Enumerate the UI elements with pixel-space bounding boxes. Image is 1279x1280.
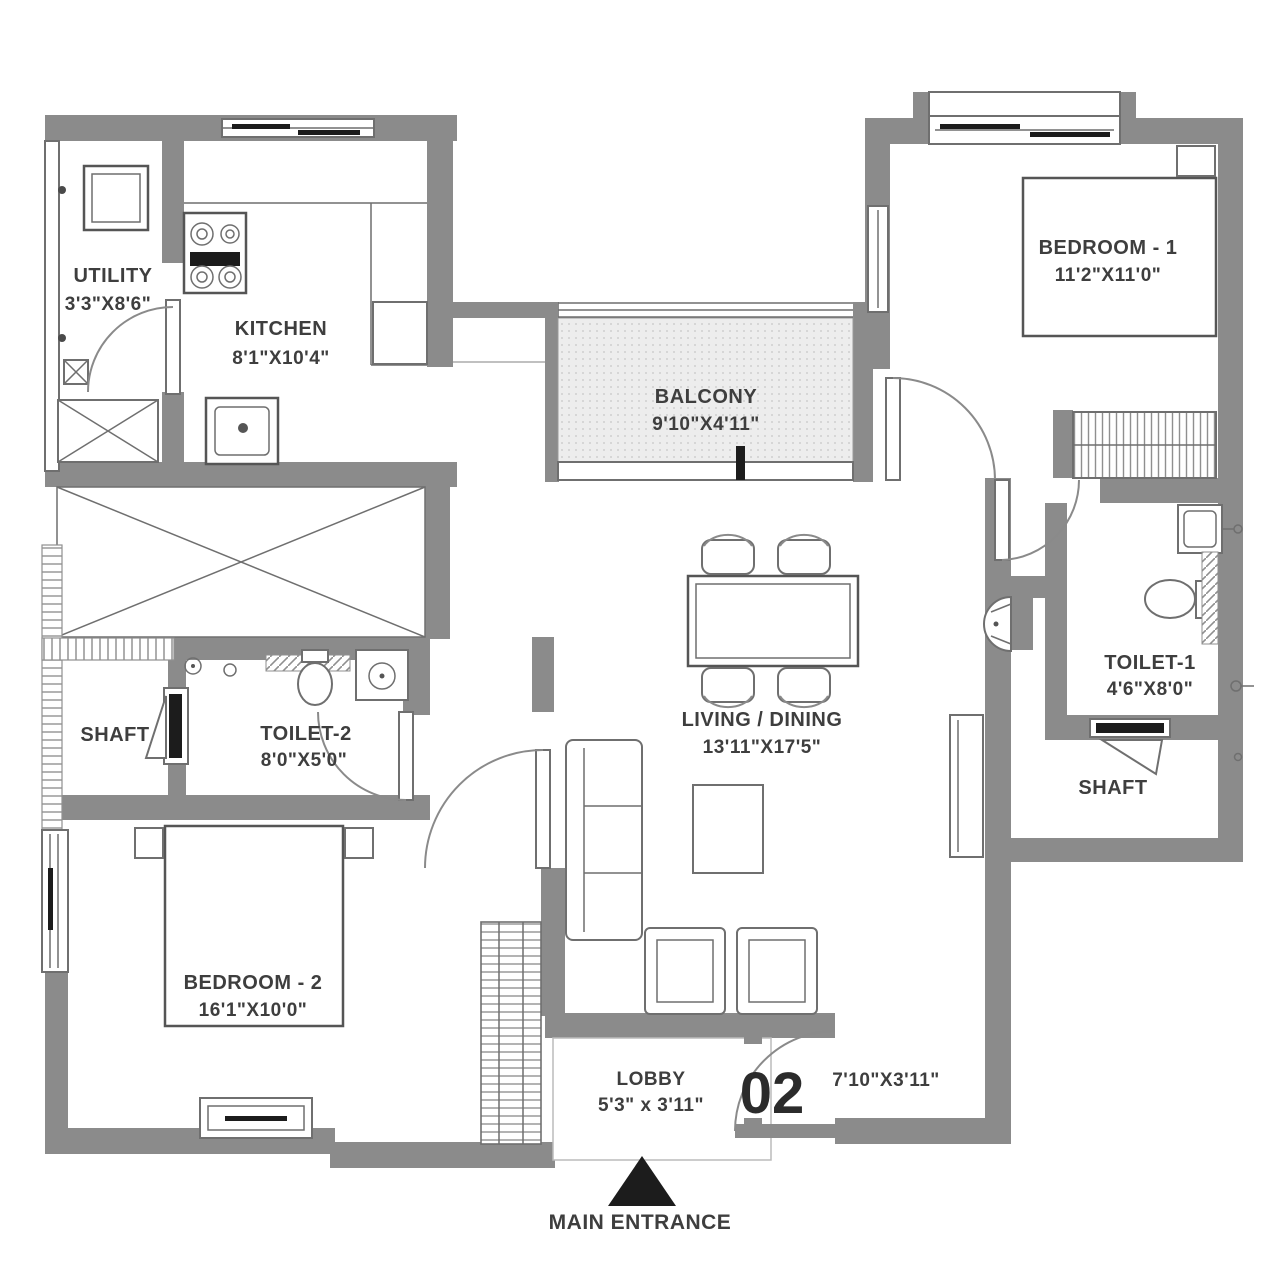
washing-machine-icon: [82, 164, 150, 232]
kitchen-counter: [184, 202, 428, 366]
room-bedroom1: [867, 91, 1218, 481]
label-utility-dims: 3'3"X8'6": [65, 294, 152, 315]
label-shaft-left: SHAFT: [80, 724, 149, 746]
wc-icon: [1144, 579, 1211, 619]
label-toilet1-dims: 4'6"X8'0": [1107, 679, 1194, 700]
utility-fixture-icon: [58, 186, 89, 385]
room-utility: [44, 140, 181, 472]
kitchen-sink-icon: [204, 396, 280, 466]
shaft-access-door-icon: [144, 687, 189, 765]
label-bedroom2-name: BEDROOM - 2: [184, 972, 323, 994]
bedroom2-door-arc: [424, 749, 551, 869]
main-entrance-label: MAIN ENTRANCE: [549, 1211, 732, 1234]
bay-window-icon: [913, 91, 1136, 145]
room-shaft-left: [41, 544, 189, 838]
labels: UTILITY 3'3"X8'6" KITCHEN 8'1"X10'4" BAL…: [65, 237, 1195, 1234]
dining-table-icon: [686, 574, 860, 668]
label-toilet2-dims: 8'0"X5'0": [261, 750, 348, 771]
tiled-wall-hatch: [1201, 551, 1219, 645]
label-shaft-right: SHAFT: [1078, 777, 1147, 799]
toilet1-door-arc: [994, 479, 1080, 561]
bedroom1-side-window-icon: [867, 205, 889, 313]
tv-unit-icon: [949, 714, 984, 858]
kitchen-window-icon: [221, 118, 375, 138]
dining-chair-icon: [701, 533, 831, 709]
shaft-vent-strip: [41, 544, 63, 838]
shaft-hatch-band: [41, 637, 175, 661]
washbasin-icon: [1177, 504, 1243, 554]
duct-area: [56, 486, 426, 638]
entrance-arrow-icon: [608, 1156, 676, 1206]
bed-icon: [163, 824, 345, 1028]
label-toilet2-name: TOILET-2: [260, 723, 351, 745]
washbasin-icon: [983, 595, 1012, 653]
label-living-name: LIVING / DINING: [682, 709, 843, 731]
entrance-door-arc: [734, 1030, 836, 1138]
room-living: [565, 533, 1012, 1015]
label-kitchen-dims: 8'1"X10'4": [232, 348, 330, 369]
label-bedroom2-dims: 16'1"X10'0": [199, 1000, 308, 1021]
wardrobe-icon: [1072, 411, 1217, 479]
label-bedroom1-name: BEDROOM - 1: [1039, 237, 1178, 259]
door-handle-icon: [1230, 680, 1254, 762]
coffee-table-icon: [692, 784, 764, 874]
bed-icon: [1021, 176, 1218, 338]
toilet2-door-arc: [317, 711, 414, 801]
toilet1-vent-door-icon: [1089, 718, 1171, 776]
label-balcony-name: BALCONY: [655, 386, 758, 408]
utility-door-arc: [87, 299, 181, 395]
bedroom2-left-window-icon: [41, 829, 69, 973]
room-lobby: [552, 1030, 836, 1206]
label-lobby-dims: 5'3" x 3'11": [598, 1095, 704, 1116]
balcony-railing-icon: [558, 302, 853, 318]
wc-icon: [297, 649, 333, 706]
stove-icon: [182, 211, 248, 295]
armchair-icon: [644, 927, 818, 1015]
label-balcony-dims: 9'10"X4'11": [652, 414, 760, 435]
shower-icon: [184, 657, 237, 677]
entrance-door-dims: 7'10"X3'11": [832, 1070, 940, 1091]
room-kitchen: [182, 118, 428, 466]
sofa-icon: [565, 739, 643, 941]
label-kitchen-name: KITCHEN: [235, 318, 327, 340]
room-toilet1: [994, 479, 1254, 776]
unit-number: 02: [740, 1061, 805, 1126]
nightstand-icon: [1176, 145, 1216, 177]
ladder-shaft-icon: [480, 921, 542, 1145]
label-lobby-name: LOBBY: [617, 1069, 686, 1090]
room-balcony: [557, 302, 854, 481]
wash-platform-icon: [57, 399, 159, 463]
lobby-floor: [552, 1037, 772, 1161]
label-bedroom1-dims: 11'2"X11'0": [1055, 265, 1162, 286]
balcony-sliding-door-icon: [557, 446, 854, 481]
room-toilet2: [184, 649, 414, 801]
label-living-dims: 13'11"X17'5": [703, 737, 822, 758]
label-toilet1-name: TOILET-1: [1104, 652, 1195, 674]
bedroom1-door-arc: [885, 377, 996, 481]
nightstand-icon: [134, 827, 374, 859]
bedroom2-bottom-window-icon: [199, 1097, 313, 1139]
label-utility-name: UTILITY: [73, 265, 152, 287]
washbasin-icon: [355, 649, 409, 701]
room-bedroom2: [41, 749, 551, 1139]
